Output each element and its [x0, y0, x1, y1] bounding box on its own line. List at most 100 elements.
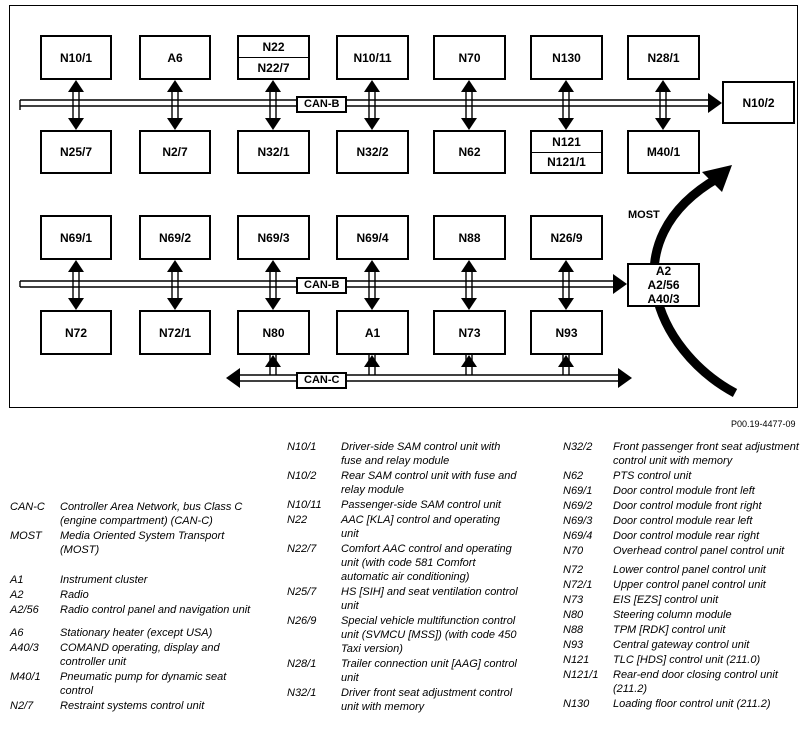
can-c-arrow-right	[618, 368, 632, 388]
node-n69-2: N69/2	[139, 215, 211, 260]
can-b-top-drop-3-head-down	[364, 118, 380, 130]
can-b-bottom-drop-4-head-up	[461, 260, 477, 272]
legend-code: N121/1	[563, 669, 599, 681]
can-b-bottom-drop-5-head-up	[558, 260, 574, 272]
legend-description: Central gateway control unit	[613, 639, 750, 651]
can-b-bottom-drop-0-head-down	[68, 298, 84, 310]
node-n26-9: N26/9	[530, 215, 603, 260]
can-b-top-drop-6-head-up	[655, 80, 671, 92]
node-n69-3: N69/3	[237, 215, 310, 260]
can-b-top-drop-1-head-down	[167, 118, 183, 130]
legend-entry: N121 TLC [HDS] control unit (211.0)	[563, 653, 800, 667]
can-b-bottom-drop-1-head-up	[167, 260, 183, 272]
node-n2-7: N2/7	[139, 130, 211, 174]
can-b-bottom-drop-2-head-down	[265, 298, 281, 310]
can-c-arrow-left	[226, 368, 240, 388]
legend-code: N70	[563, 545, 584, 557]
node-n62: N62	[433, 130, 506, 174]
legend-description: Passenger-side SAM control unit	[341, 499, 501, 511]
legend-description: Upper control panel control unit	[613, 579, 766, 591]
legend-entry: A2/56 Radio control panel and navigation …	[10, 603, 255, 617]
legend-code: N32/2	[563, 441, 593, 453]
can-b-label-bottom: CAN-B	[296, 277, 348, 294]
legend-code: N80	[563, 609, 584, 621]
can-b-bottom-drop-0-head-up	[68, 260, 84, 272]
can-b-top-drop-3-head-up	[364, 80, 380, 92]
legend-code: N22	[287, 514, 308, 526]
legend-description: Trailer connection unit [AAG] control un…	[341, 658, 517, 684]
legend-code: N69/2	[563, 500, 593, 512]
legend-code: M40/1	[10, 671, 41, 683]
can-b-bottom-drop-5-head-down	[558, 298, 574, 310]
legend-code: N73	[563, 594, 584, 606]
legend-description: TLC [HDS] control unit (211.0)	[613, 654, 761, 666]
can-b-bottom-drop-4-head-down	[461, 298, 477, 310]
legend-description: Driver-side SAM control unit with fuse a…	[341, 441, 501, 467]
node-a2-56: A2/56	[647, 278, 680, 292]
legend-code: A2/56	[10, 604, 39, 616]
legend-entry: A1 Instrument cluster	[10, 573, 255, 587]
node-n22: N22	[262, 40, 285, 54]
legend-entry: N10/2 Rear SAM control unit with fuse an…	[287, 469, 519, 497]
node-n93: N93	[530, 310, 603, 355]
can-b-top-drop-5-head-down	[558, 118, 574, 130]
legend-entry: N130 Loading floor control unit (211.2)	[563, 697, 800, 711]
can-b-top-drop-2-head-down	[265, 118, 281, 130]
legend-description: Door control module rear right	[613, 530, 760, 542]
legend-code: A1	[10, 574, 24, 586]
legend-description: Loading floor control unit (211.2)	[613, 698, 771, 710]
legend-description: Instrument cluster	[60, 574, 148, 586]
node-n73: N73	[433, 310, 506, 355]
legend-entry: M40/1 Pneumatic pump for dynamic seat con…	[10, 670, 255, 698]
legend-entry: N69/2 Door control module front right	[563, 499, 800, 513]
legend-code: N32/1	[287, 687, 317, 699]
node-n80: N80	[237, 310, 310, 355]
node-n22-7: N22/7	[239, 57, 308, 78]
node-a40-3: A40/3	[647, 292, 680, 306]
node-n32-2: N32/2	[336, 130, 409, 174]
node-n10-1: N10/1	[40, 35, 112, 80]
legend-description: Rear-end door closing control unit (211.…	[613, 669, 778, 695]
can-b-bottom-drop-3-head-up	[364, 260, 380, 272]
can-c-label: CAN-C	[296, 372, 348, 389]
legend-code: N10/2	[287, 470, 317, 482]
node-n72: N72	[40, 310, 112, 355]
legend-code: N62	[563, 470, 584, 482]
legend-description: Stationary heater (except USA)	[60, 627, 213, 639]
figure-reference: P00.19-4477-09	[731, 419, 796, 429]
legend-description: HS [SIH] and seat ventilation control un…	[341, 586, 518, 612]
legend-description: Media Oriented System Transport (MOST)	[60, 530, 225, 556]
legend-code: N69/4	[563, 530, 593, 542]
legend-description: Door control module front right	[613, 500, 762, 512]
can-c-head-3	[558, 355, 574, 367]
legend-description: COMAND operating, display and controller…	[60, 642, 220, 668]
legend-description: Radio control panel and navigation unit	[60, 604, 251, 616]
node-n25-7: N25/7	[40, 130, 112, 174]
node-n88: N88	[433, 215, 506, 260]
legend-description: Comfort AAC control and operating unit (…	[341, 543, 512, 583]
legend-code: N88	[563, 624, 584, 636]
node-n69-1: N69/1	[40, 215, 112, 260]
node-n10-2: N10/2	[722, 81, 795, 124]
can-b-top-arrow	[708, 93, 722, 113]
legend-description: Pneumatic pump for dynamic seat control	[60, 671, 227, 697]
legend-code: N121	[563, 654, 590, 666]
node-n121-group: N121 N121/1	[530, 130, 603, 174]
legend-code: N130	[563, 698, 590, 710]
legend-code: N22/7	[287, 543, 317, 555]
legend-description: Overhead control panel control unit	[613, 545, 785, 557]
node-n121-1: N121/1	[532, 151, 601, 173]
legend-entry: N69/4 Door control module rear right	[563, 529, 800, 543]
legend-entry: N22/7 Comfort AAC control and operating u…	[287, 542, 519, 584]
legend-code: N69/1	[563, 485, 593, 497]
